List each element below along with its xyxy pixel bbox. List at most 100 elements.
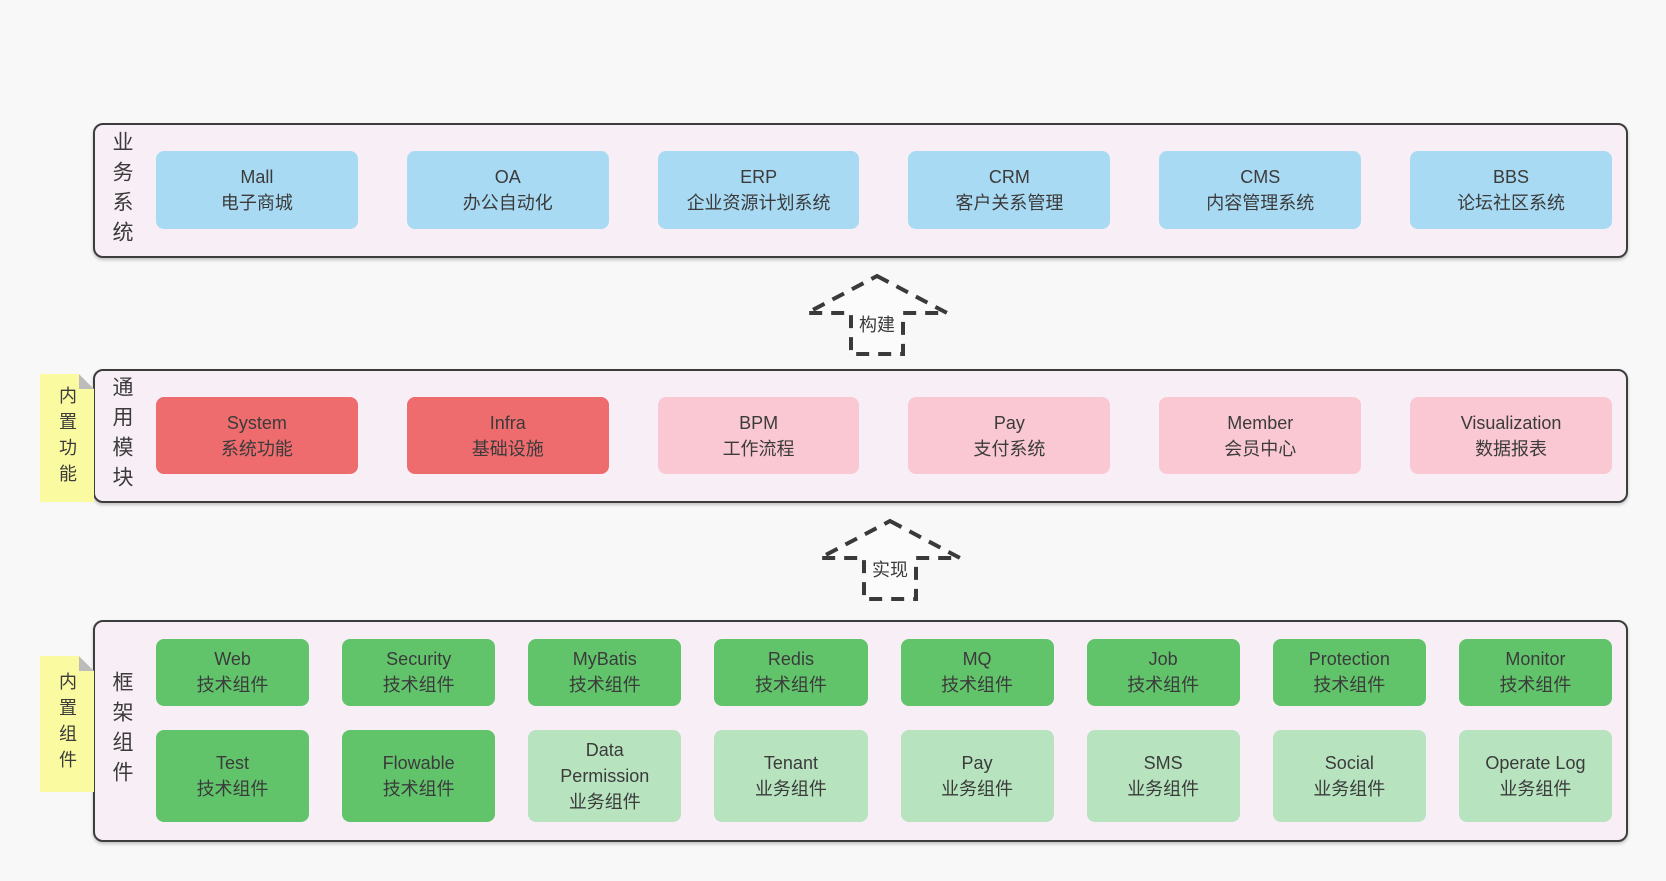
box-subtitle: 业务组件 [568, 791, 641, 812]
layer-components-label: 框架组件 [110, 671, 133, 791]
arrow-implement-label: 实现 [869, 556, 911, 582]
box-title: Security [386, 649, 452, 670]
box-subtitle: 会员中心 [1224, 438, 1297, 459]
sticky-fold-corner [79, 656, 94, 671]
box-bpm: BPM 工作流程 [657, 397, 860, 474]
box-title: Web [214, 649, 251, 670]
box-subtitle: 系统功能 [220, 438, 293, 459]
box-title: Redis [767, 649, 814, 670]
box-subtitle: 企业资源计划系统 [686, 193, 831, 213]
box-security: Security 技术组件 [342, 639, 496, 706]
box-subtitle: 支付系统 [973, 438, 1046, 459]
box-subtitle: 技术组件 [754, 675, 827, 696]
box-title: SMS [1143, 752, 1183, 773]
box-oa: OA 办公自动化 [406, 151, 609, 229]
sticky-built-in-features: 内置功能 [40, 374, 94, 502]
box-subtitle: 电子商城 [220, 193, 293, 213]
box-title: Test [216, 752, 250, 773]
arrow-build: 构建 [802, 273, 952, 357]
box-title: CRM [988, 167, 1030, 187]
box-subtitle: 办公自动化 [462, 193, 553, 213]
box-subtitle: 技术组件 [941, 675, 1014, 696]
arrow-build-label: 构建 [856, 311, 898, 337]
sticky-text: 内置组件 [57, 672, 77, 776]
box-subtitle: 业务组件 [1313, 778, 1386, 799]
box-title: BPM [739, 412, 779, 433]
box-title: Data Permission [560, 739, 650, 786]
box-subtitle: 基础设施 [471, 438, 544, 459]
box-mall: Mall 电子商城 [156, 151, 358, 229]
box-crm: CRM 客户关系管理 [908, 151, 1111, 229]
box-subtitle: 业务组件 [1127, 778, 1200, 799]
arrow-implement: 实现 [815, 518, 965, 602]
box-protection: Protection 技术组件 [1272, 639, 1426, 706]
components-boxes-grid: Web 技术组件 Security 技术组件 MyBatis 技术组件 Redi… [156, 639, 1612, 822]
box-job: Job 技术组件 [1086, 639, 1240, 706]
box-tenant: Tenant 业务组件 [714, 729, 868, 822]
box-subtitle: 技术组件 [196, 778, 269, 799]
box-title: MyBatis [572, 649, 637, 670]
box-title: Flowable [382, 752, 455, 773]
box-subtitle: 客户关系管理 [955, 193, 1064, 213]
box-title: CMS [1240, 167, 1281, 187]
box-subtitle: 业务组件 [941, 778, 1014, 799]
layer-common-modules: 内置功能 通用模块 System 系统功能 Infra 基础设施 BPM 工作流… [93, 369, 1628, 503]
layer-business-systems: 业务系统 Mall 电子商城 OA 办公自动化 ERP 企业资源计划系统 CRM… [93, 123, 1628, 258]
box-sms: SMS 业务组件 [1086, 729, 1240, 822]
box-infra: Infra 基础设施 [406, 397, 609, 474]
box-title: System [226, 412, 287, 433]
box-title: BBS [1493, 167, 1530, 187]
box-title: Operate Log [1485, 752, 1586, 773]
layer-framework-components: 内置组件 框架组件 Web 技术组件 Security 技术组件 MyBatis… [93, 620, 1628, 842]
box-subtitle: 论坛社区系统 [1457, 193, 1566, 213]
box-title: Visualization [1460, 412, 1562, 433]
box-title: OA [494, 167, 521, 187]
box-title: Social [1324, 752, 1374, 773]
box-monitor: Monitor 技术组件 [1458, 639, 1612, 706]
box-flowable: Flowable 技术组件 [342, 729, 496, 822]
box-pay-component: Pay 业务组件 [900, 729, 1054, 822]
box-visualization: Visualization 数据报表 [1410, 397, 1612, 474]
box-subtitle: 数据报表 [1475, 438, 1548, 459]
box-operate-log: Operate Log 业务组件 [1458, 729, 1612, 822]
layer-modules-label: 通用模块 [110, 376, 133, 496]
box-subtitle: 技术组件 [568, 675, 641, 696]
box-bbs: BBS 论坛社区系统 [1410, 151, 1612, 229]
box-web: Web 技术组件 [156, 639, 310, 706]
box-subtitle: 技术组件 [1499, 675, 1572, 696]
box-subtitle: 业务组件 [754, 778, 827, 799]
box-subtitle: 技术组件 [1313, 675, 1386, 696]
box-redis: Redis 技术组件 [714, 639, 868, 706]
box-title: Pay [961, 752, 993, 773]
box-data-permission: Data Permission 业务组件 [528, 729, 682, 822]
box-title: ERP [740, 167, 778, 187]
box-title: MQ [962, 649, 992, 670]
box-subtitle: 工作流程 [722, 438, 795, 459]
box-mybatis: MyBatis 技术组件 [528, 639, 682, 706]
layer-business-label: 业务系统 [110, 130, 133, 251]
box-pay-system: Pay 支付系统 [908, 397, 1111, 474]
box-cms: CMS 内容管理系统 [1159, 151, 1362, 229]
sticky-text: 内置功能 [57, 386, 77, 490]
box-subtitle: 业务组件 [1499, 778, 1572, 799]
box-member: Member 会员中心 [1159, 397, 1362, 474]
box-title: Mall [240, 167, 274, 187]
box-subtitle: 技术组件 [382, 675, 455, 696]
box-title: Job [1148, 649, 1178, 670]
sticky-built-in-components: 内置组件 [40, 656, 94, 792]
box-subtitle: 技术组件 [196, 675, 269, 696]
box-erp: ERP 企业资源计划系统 [657, 151, 860, 229]
box-title: Infra [489, 412, 526, 433]
box-title: Protection [1308, 649, 1390, 670]
box-title: Member [1227, 412, 1294, 433]
box-system: System 系统功能 [156, 397, 358, 474]
sticky-fold-corner [79, 374, 94, 389]
modules-boxes-row: System 系统功能 Infra 基础设施 BPM 工作流程 Pay 支付系统… [156, 397, 1612, 474]
box-social: Social 业务组件 [1272, 729, 1426, 822]
business-boxes-row: Mall 电子商城 OA 办公自动化 ERP 企业资源计划系统 CRM 客户关系… [156, 151, 1612, 229]
box-test: Test 技术组件 [156, 729, 310, 822]
box-title: Pay [993, 412, 1025, 433]
box-mq: MQ 技术组件 [900, 639, 1054, 706]
box-subtitle: 技术组件 [382, 778, 455, 799]
